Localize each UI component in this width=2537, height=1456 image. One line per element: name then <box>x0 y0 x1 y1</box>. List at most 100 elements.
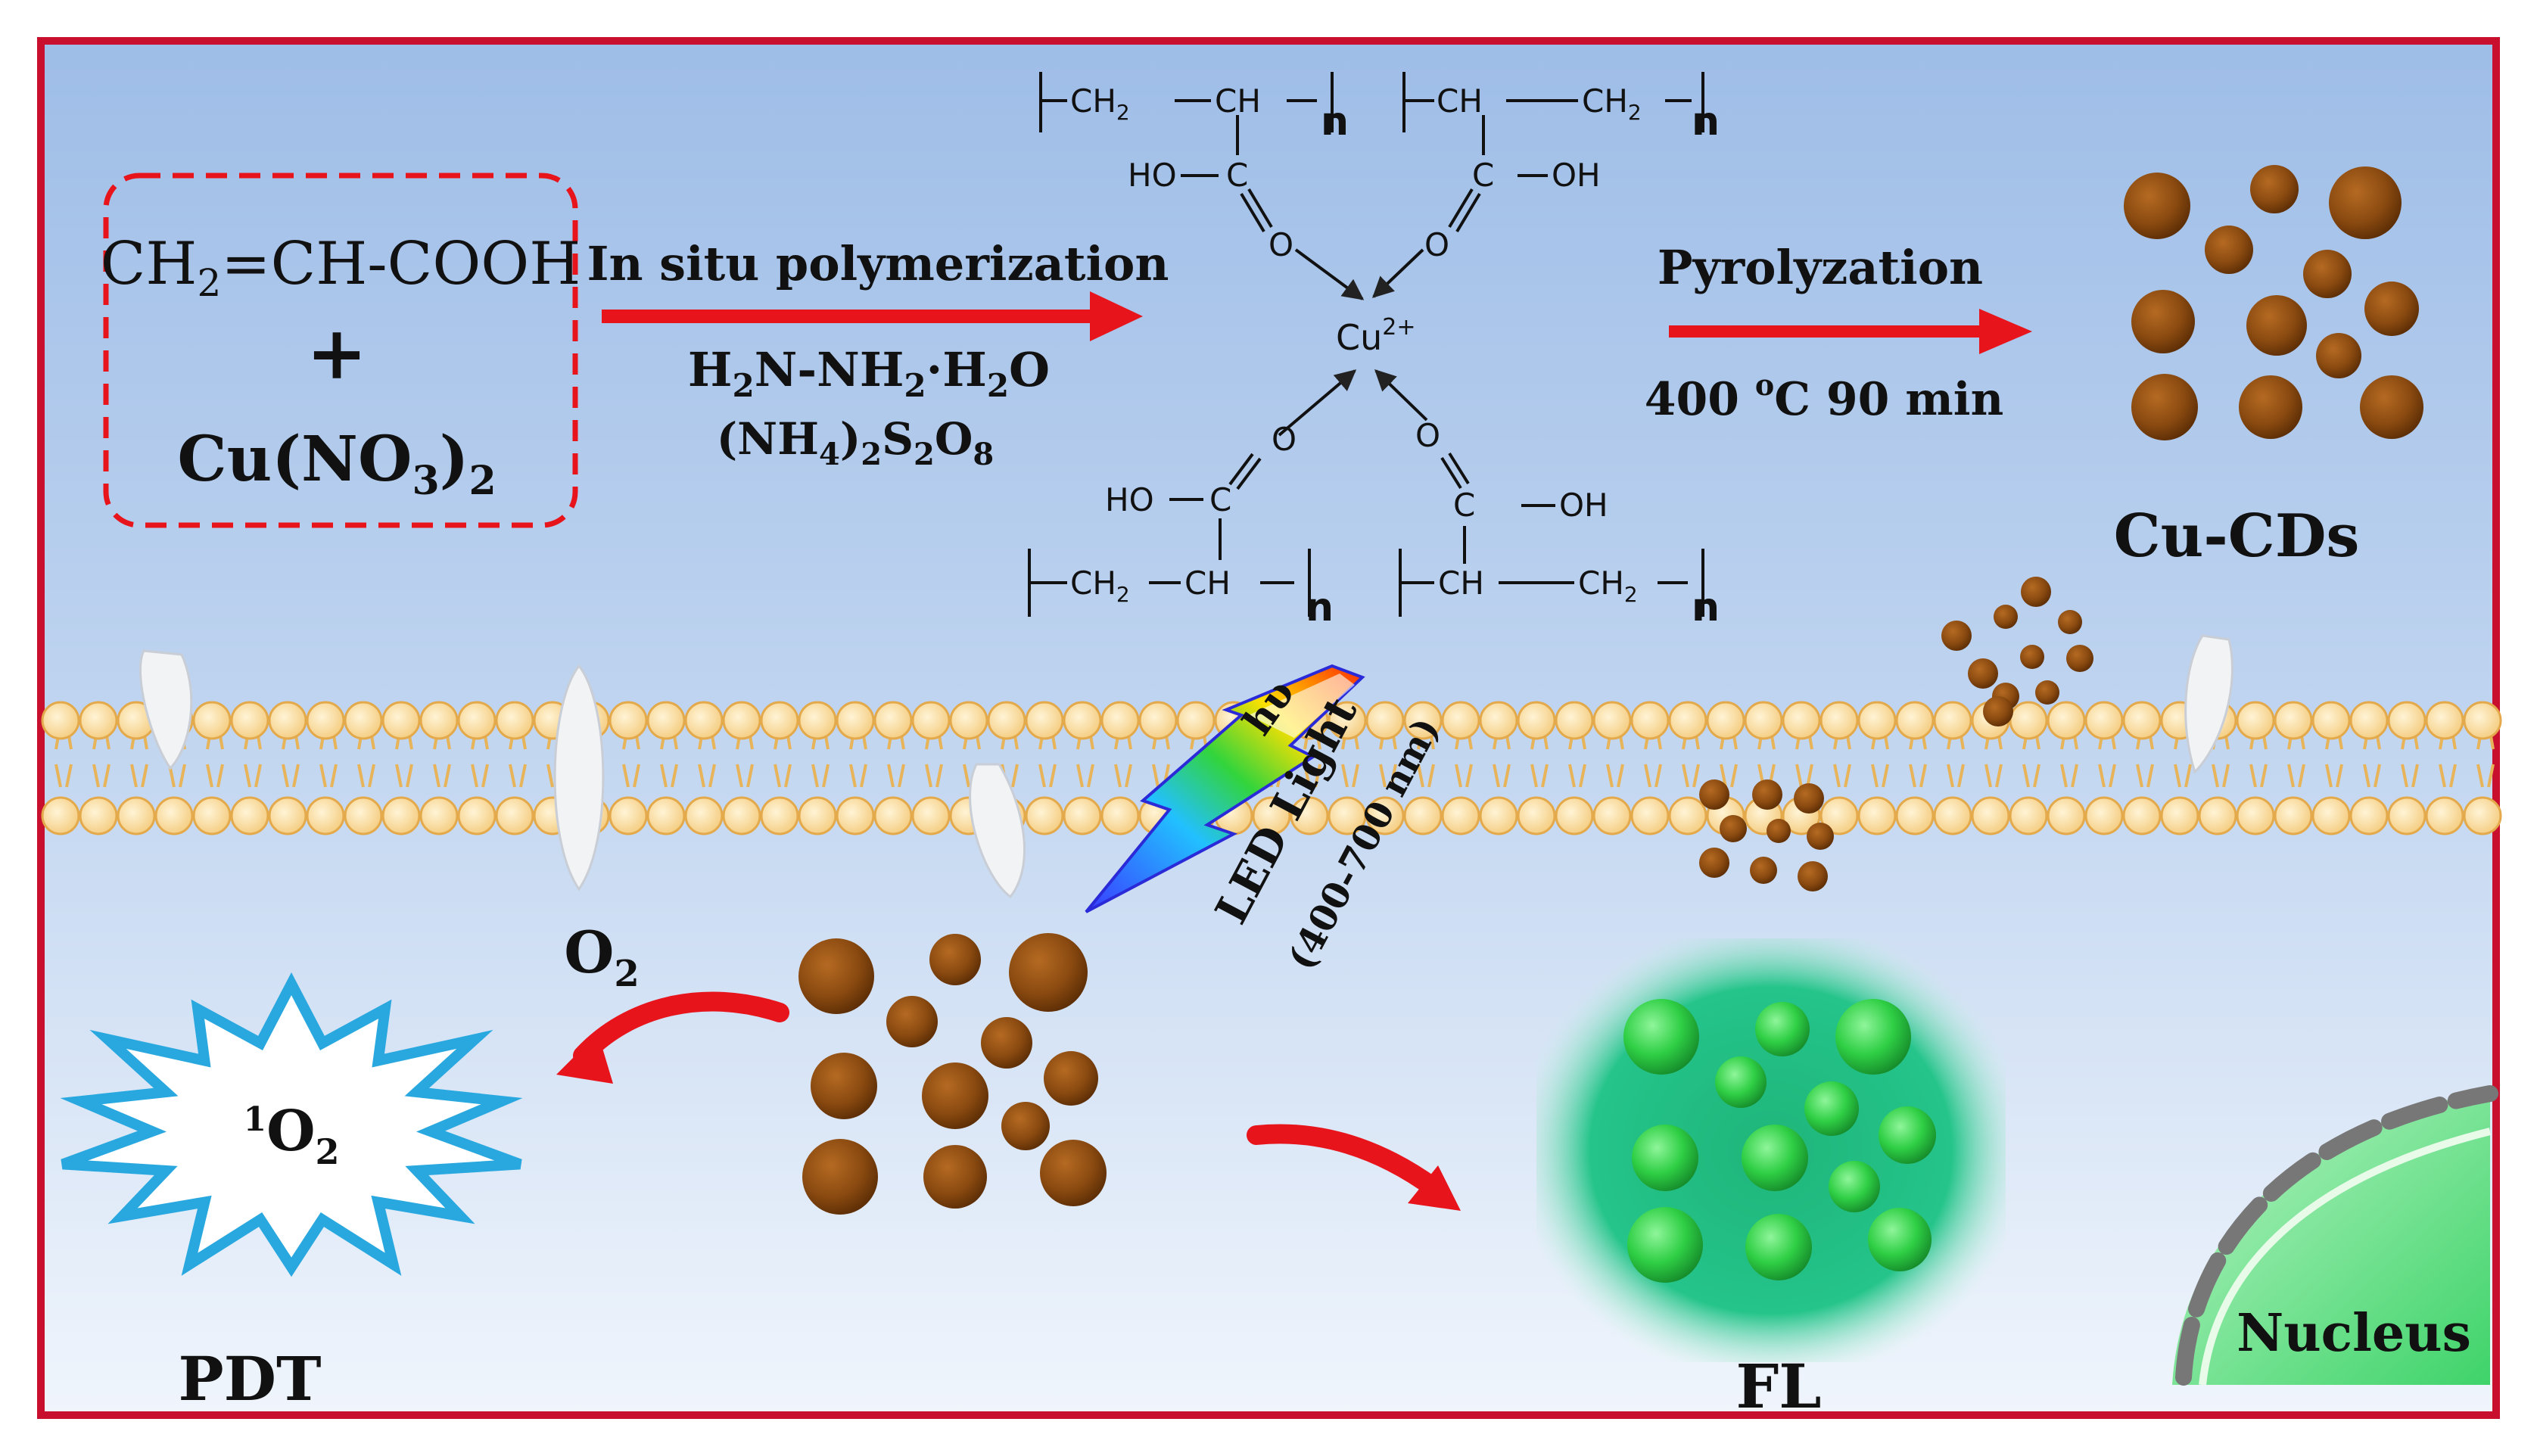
lipid-head <box>1895 701 1935 740</box>
lipid-head <box>1403 701 1443 740</box>
ch2-label: CH <box>1578 565 1624 602</box>
lipid-head <box>2463 701 2502 740</box>
lipid-head <box>1025 701 1064 740</box>
lipid-head <box>2425 796 2464 835</box>
lipid-head <box>760 701 799 740</box>
ho-label: HO <box>1105 481 1154 518</box>
lipid-head <box>1176 701 1216 740</box>
lipid-head <box>911 701 951 740</box>
sub: 2 <box>733 367 755 404</box>
lipid-head <box>2160 796 2199 835</box>
cu-cd-particle <box>1750 857 1777 884</box>
green-particle <box>1623 999 1699 1075</box>
cu-cd-particle <box>1044 1051 1098 1106</box>
sub: 2 <box>1116 100 1130 125</box>
cu-cd-particle <box>2316 333 2361 378</box>
reactant-close: ) <box>440 423 469 496</box>
lipid-head <box>2311 796 2351 835</box>
reagent-hydrazine: H <box>688 342 733 397</box>
repeat-n: n <box>1306 585 1334 630</box>
lipid-head <box>760 796 799 835</box>
lipid-head <box>722 796 761 835</box>
lipid-head <box>1857 701 1897 740</box>
lipid-head <box>2009 796 2048 835</box>
time: C 90 min <box>1774 373 2003 426</box>
reagent-persulfate-c: S <box>882 413 914 465</box>
reactant-acrylic-rest: =CH-COOH <box>221 230 581 298</box>
svg-text:O2: O2 <box>564 919 640 995</box>
cu-cd-particle <box>2124 173 2190 239</box>
sub: 2 <box>987 367 1009 404</box>
lipid-head <box>609 701 648 740</box>
lipid-head <box>1744 701 1783 740</box>
lipid-head <box>419 796 459 835</box>
o-label: O <box>1272 421 1297 458</box>
lipid-head <box>1933 701 1972 740</box>
sub: 2 <box>1624 582 1638 607</box>
lipid-head <box>1365 701 1405 740</box>
lipid-head <box>911 796 951 835</box>
lipid-head <box>1971 796 2010 835</box>
lipid-head <box>2387 796 2426 835</box>
lipid-head <box>79 796 118 835</box>
lipid-head <box>873 701 913 740</box>
lipid-head <box>117 796 156 835</box>
fl-arrow <box>1247 1124 1461 1211</box>
nucleus: Nucleus <box>2172 1085 2498 1386</box>
lipid-head <box>2122 701 2162 740</box>
repeat-n: n <box>1692 585 1720 630</box>
reagent-hydrazine-d: O <box>1009 342 1050 397</box>
cu-cd-particle <box>2021 577 2051 607</box>
cu-cd-particle <box>1720 815 1747 842</box>
reagent-persulfate-d: O <box>935 413 973 465</box>
lipid-head <box>2349 701 2389 740</box>
cu-cd-particle <box>1994 605 2018 629</box>
ch-label: CH <box>1437 82 1483 120</box>
polymerization-label: In situ polymerization <box>587 236 1169 291</box>
lipid-head <box>2122 796 2162 835</box>
cu-cd-particle <box>1968 658 1998 689</box>
lipid-head <box>1100 796 1140 835</box>
oh-label: OH <box>1559 487 1608 524</box>
svg-text:CH2: CH2 <box>1578 565 1638 607</box>
cu-cd-particle <box>1699 779 1729 810</box>
pyrolyzation-step: Pyrolyzation 400 oC 90 min <box>1645 240 2032 426</box>
lipid-head <box>2084 701 2124 740</box>
lipid-head <box>1441 796 1480 835</box>
lipid-head <box>646 796 686 835</box>
lipid-head <box>2274 796 2313 835</box>
lipid-head <box>1555 701 1594 740</box>
o-label: O <box>1424 226 1449 263</box>
svg-text:400 oC 90 min: 400 oC 90 min <box>1645 368 2003 426</box>
lipid-head <box>1100 701 1140 740</box>
lipid-head <box>646 701 686 740</box>
lipid-head <box>609 796 648 835</box>
lipid-head <box>1706 701 1745 740</box>
lipid-head <box>268 796 307 835</box>
green-particle <box>1715 1056 1767 1108</box>
cu-cd-particle <box>1941 621 1972 651</box>
green-particle <box>1835 999 1911 1075</box>
repeat-n: n <box>1321 99 1349 145</box>
reactant-sub: 2 <box>197 261 221 305</box>
sub: 2 <box>1628 100 1642 125</box>
lipid-head <box>230 796 269 835</box>
cu-cd-particle <box>922 1062 988 1129</box>
lipid-head <box>1592 701 1632 740</box>
svg-text:CH2: CH2 <box>1582 82 1642 125</box>
lipid-head <box>684 701 724 740</box>
cu-cd-particle <box>1009 933 1088 1012</box>
cu-cd-particle <box>2364 282 2419 336</box>
lipid-head <box>2349 796 2389 835</box>
lipid-head <box>1933 796 1972 835</box>
lipid-head <box>1517 701 1556 740</box>
lipid-head <box>457 796 497 835</box>
lipid-head <box>2387 701 2426 740</box>
pdt-label: PDT <box>178 1343 321 1414</box>
lipid-head <box>2425 701 2464 740</box>
oxygen-label: O <box>564 919 614 986</box>
lipid-head <box>1630 796 1670 835</box>
sub: 2 <box>1116 582 1130 607</box>
svg-text:Cu2+: Cu2+ <box>1336 314 1416 358</box>
lipid-head <box>41 796 80 835</box>
